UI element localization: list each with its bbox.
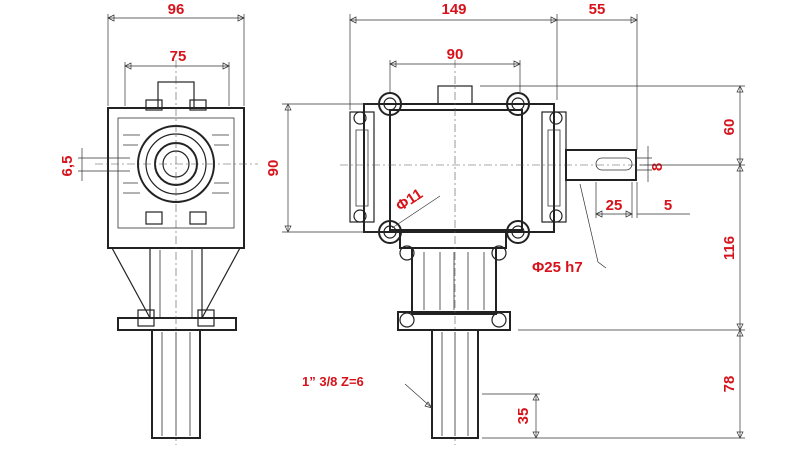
label-90-vert: 90 [265,160,282,177]
dim-line-90-vert [282,103,380,233]
front-housing [363,103,555,233]
leader-spline-arrow [424,401,433,409]
dim-arrows-25 [595,210,633,218]
front-lower-bolt [491,245,507,261]
label-78: 78 [721,376,738,393]
label-6-5: 6,5 [59,156,76,177]
dim-arrows-55 [630,16,638,24]
side-base-bolt [197,309,215,327]
label-phi11: Φ11 [393,185,426,215]
dim-line-25-5 [595,182,690,218]
front-corner-boss [506,92,530,116]
front-flange-slots [355,129,561,207]
label-90-top: 90 [447,46,464,63]
label-25: 25 [606,197,623,214]
label-75: 75 [170,48,187,65]
dim-line-55 [557,14,638,150]
label-55: 55 [589,1,606,18]
dim-arrows-35 [532,393,540,439]
dim-arrows-90-vert [284,103,292,233]
dim-arrows-78 [736,329,744,439]
front-lower-bolt [399,312,415,328]
front-flange-bolt [549,209,563,223]
side-boss [189,99,207,111]
dim-line-96 [107,14,245,106]
front-shaft-key [595,157,633,171]
side-spline-shaft [151,329,201,439]
dim-line-35 [482,393,540,438]
label-116: 116 [721,236,738,260]
dim-arrows-96 [107,14,245,22]
front-corner-hole [383,225,397,239]
label-spline-spec: 1” 3/8 Z=6 [302,374,364,389]
front-corner-hole [511,225,525,239]
label-phi25: Φ25 h7 [532,259,583,276]
dim-line-60 [480,85,745,165]
front-flange-bolt [549,111,563,125]
dim-line-75 [124,62,230,106]
front-flange-left [349,111,375,223]
side-support [111,247,241,319]
front-housing-body [389,109,523,231]
front-corner-hole [511,97,525,111]
side-boss [145,99,163,111]
leader-phi25 [579,183,607,269]
dim-arrows-149 [349,16,558,24]
front-flange-bolt [353,209,367,223]
label-5: 5 [664,197,672,214]
front-lower-ribs [423,252,485,310]
front-spline-shaft [431,329,479,439]
side-ribs-left [123,134,140,194]
dim-line-78 [482,330,745,439]
side-ribs-right [212,134,229,194]
side-view: 96 75 6,5 [59,1,258,445]
side-boss [145,211,163,225]
side-base-plate [117,317,237,331]
label-35: 35 [515,408,532,425]
leader-spline-spec [404,383,433,409]
dim-line-8 [636,146,652,182]
front-corner-hole [383,97,397,111]
dim-arrows-90-top [389,60,521,68]
dim-arrows-60 [736,85,744,166]
dim-arrows-116 [736,164,744,331]
front-flange-bolt [353,111,367,125]
side-base-bolt [137,309,155,327]
leader-phi11 [391,195,441,229]
dim-arrows-75 [124,62,230,70]
dim-line-6-5 [78,148,130,181]
side-boss [189,211,207,225]
label-149: 149 [441,1,466,18]
label-60: 60 [721,119,738,136]
front-lower-bolt [491,312,507,328]
front-lower-flange-top [399,231,507,249]
dim-line-90-top [389,60,521,92]
label-96: 96 [168,1,185,18]
front-lower-bolt [399,245,415,261]
front-lower-body [411,247,497,315]
dim-line-116 [518,164,745,331]
front-view: 149 55 90 90 60 8 25 5 Φ11 Φ25 h7 [265,1,745,445]
side-lower-lines [159,250,193,318]
label-8: 8 [649,163,666,171]
